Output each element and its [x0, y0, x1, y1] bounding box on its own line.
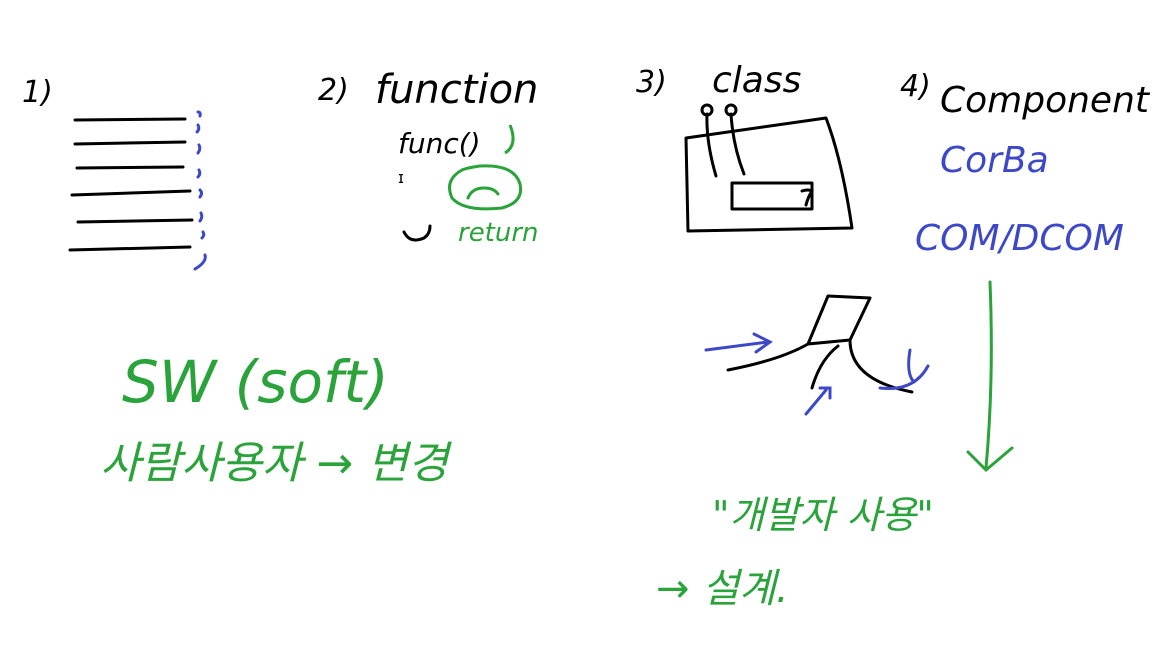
korean-note: 사람사용자 → 변경	[100, 438, 453, 489]
rounded-box-icon	[448, 164, 523, 211]
section-1-number: 1)	[22, 75, 53, 110]
sw-soft-note: SW (soft)	[122, 348, 389, 416]
section-3-title: class	[712, 60, 801, 101]
plug-box-icon	[684, 103, 854, 233]
hand-drawn-lines	[68, 117, 194, 252]
return-hook-icon	[402, 224, 432, 242]
return-label: return	[458, 218, 539, 248]
down-arrow-icon	[966, 280, 1014, 473]
blue-dots	[193, 110, 207, 271]
section-4-title: Component	[940, 80, 1151, 121]
component-item-com: COM/DCOM	[915, 218, 1124, 259]
small-index: ɪ	[398, 168, 404, 187]
arrow-icon	[704, 332, 930, 416]
component-item-corba: CorBa	[940, 140, 1049, 181]
arrow-design-note: → 설계.	[656, 566, 789, 612]
section-2-number: 2)	[318, 73, 349, 108]
section-3-number: 3)	[636, 65, 667, 100]
section-2-title: function	[375, 67, 538, 113]
component-shape-icon	[726, 294, 914, 394]
call-bracket-icon	[504, 124, 515, 155]
function-call-label: func()	[398, 127, 481, 160]
section-4-number: 4)	[900, 69, 931, 104]
quote-note: "개발자 사용"	[712, 493, 934, 537]
